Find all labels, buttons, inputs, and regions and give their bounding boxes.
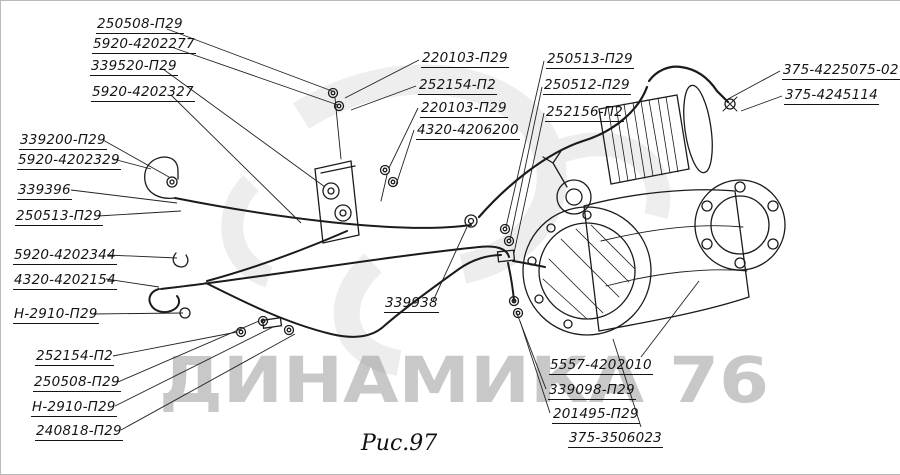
part-label: 339938 bbox=[384, 295, 439, 313]
part-label: Н-2910-П29 bbox=[13, 306, 99, 324]
part-label: 4320-4206200 bbox=[416, 122, 520, 140]
part-label: 220103-П29 bbox=[420, 100, 508, 118]
part-label: 201495-П29 bbox=[552, 406, 640, 424]
figure-caption: Рис.97 bbox=[361, 431, 438, 456]
leader-lines bbox=[70, 28, 783, 431]
part-label: 250512-П29 bbox=[543, 77, 631, 95]
part-label: 240818-П29 bbox=[35, 423, 123, 441]
part-label: 339200-П29 bbox=[19, 132, 107, 150]
part-label: 4320-4202154 bbox=[13, 272, 117, 290]
part-label: 252154-П2 bbox=[35, 348, 114, 366]
starter-assembly-drawing bbox=[144, 65, 786, 338]
part-label: 375-4245114 bbox=[784, 87, 879, 105]
part-label: 250508-П29 bbox=[96, 16, 184, 34]
part-label: 250513-П29 bbox=[15, 208, 103, 226]
watermark-ornament bbox=[221, 64, 671, 376]
part-label: 5557-4202010 bbox=[549, 357, 653, 375]
part-label: 5920-4202329 bbox=[17, 152, 121, 170]
part-label: 339520-П29 bbox=[90, 58, 178, 76]
part-label: 252154-П2 bbox=[418, 77, 497, 95]
part-label: 339396 bbox=[17, 182, 72, 200]
part-label: 375-4225075-02 bbox=[782, 62, 900, 80]
part-label: 375-3506023 bbox=[568, 430, 663, 448]
part-label: 5920-4202327 bbox=[91, 84, 195, 102]
part-label: Н-2910-П29 bbox=[31, 399, 117, 417]
part-label: 5920-4202277 bbox=[92, 36, 196, 54]
part-label: 250508-П29 bbox=[33, 374, 121, 392]
part-label: 252156-П2 bbox=[545, 104, 624, 122]
part-label: 220103-П29 bbox=[421, 50, 509, 68]
watermark-text: ДИНАМИКА 76 bbox=[159, 344, 769, 417]
part-label: 339098-П29 bbox=[548, 382, 636, 400]
part-label: 5920-4202344 bbox=[13, 247, 117, 265]
part-label: 250513-П29 bbox=[546, 51, 634, 69]
